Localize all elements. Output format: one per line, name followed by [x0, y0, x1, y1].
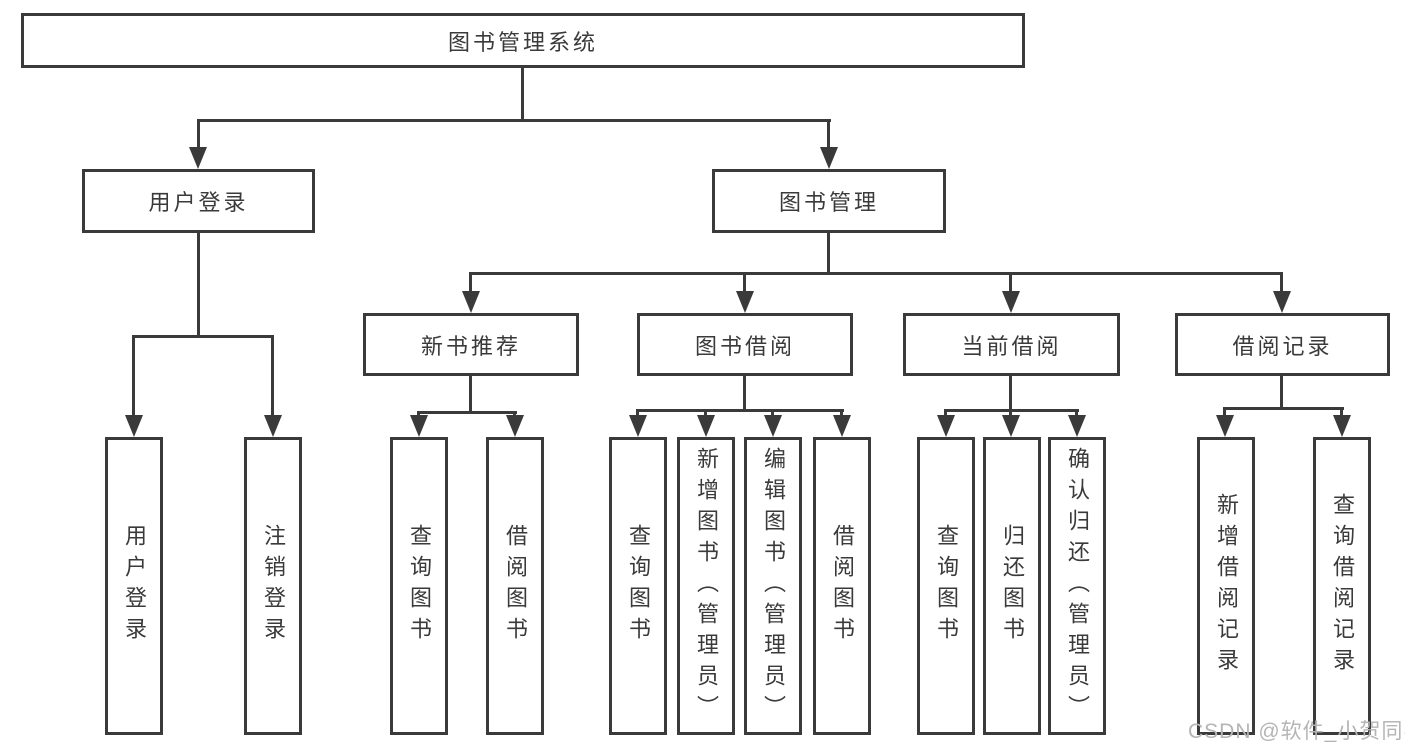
leaf-confirm-return-admin-label: 确认归还（管理员） — [1065, 446, 1090, 726]
connector-line — [197, 119, 831, 122]
node-borrowing-records: 借阅记录 — [1175, 313, 1390, 376]
leaf-user-login-label: 用户登录 — [122, 524, 147, 648]
leaf-edit-book-admin-label: 编辑图书（管理员） — [761, 446, 786, 726]
leaf-borrow-books-1: 借阅图书 — [486, 437, 544, 735]
connector-line — [1223, 407, 1226, 417]
connector-arrow — [833, 415, 851, 437]
connector-line — [521, 68, 524, 122]
leaf-logout: 注销登录 — [244, 437, 302, 735]
connector-line — [827, 119, 830, 148]
connector-arrow — [820, 147, 838, 169]
leaf-add-borrow-record-label: 新增借阅记录 — [1214, 493, 1239, 679]
leaf-query-books-3-label: 查询图书 — [934, 524, 959, 648]
connector-line — [1075, 409, 1078, 417]
connector-arrow — [1002, 291, 1020, 313]
leaf-query-books-2: 查询图书 — [609, 437, 667, 735]
connector-line — [469, 272, 1283, 275]
leaf-return-book: 归还图书 — [983, 437, 1041, 735]
leaf-return-book-label: 归还图书 — [1000, 524, 1025, 648]
connector-arrow — [1273, 291, 1291, 313]
connector-line — [704, 409, 707, 417]
leaf-edit-book-admin: 编辑图书（管理员） — [744, 437, 802, 735]
leaf-query-books-1: 查询图书 — [390, 437, 448, 735]
watermark: CSDN @软件_小贺同学 — [1188, 720, 1405, 743]
leaf-borrow-books-2: 借阅图书 — [813, 437, 871, 735]
node-user-login: 用户登录 — [82, 169, 315, 233]
connector-arrow — [1068, 415, 1086, 437]
connector-arrow — [697, 415, 715, 437]
leaf-borrow-books-1-label: 借阅图书 — [503, 524, 528, 648]
connector-line — [771, 409, 774, 417]
connector-line — [636, 409, 639, 417]
node-library-system: 图书管理系统 — [21, 13, 1025, 68]
leaf-query-borrow-record: 查询借阅记录 — [1313, 437, 1371, 735]
leaf-query-books-2-label: 查询图书 — [626, 524, 651, 648]
leaf-add-borrow-record: 新增借阅记录 — [1197, 437, 1255, 735]
connector-line — [469, 272, 472, 292]
connector-line — [840, 409, 843, 417]
connector-line — [417, 411, 420, 417]
leaf-confirm-return-admin: 确认归还（管理员） — [1048, 437, 1106, 735]
connector-line — [197, 119, 200, 148]
node-book-borrowing: 图书借阅 — [637, 313, 853, 376]
connector-line — [513, 411, 516, 417]
connector-line — [1340, 407, 1343, 417]
connector-line — [743, 375, 746, 412]
leaf-borrow-books-2-label: 借阅图书 — [830, 524, 855, 648]
connector-arrow — [506, 415, 524, 437]
connector-line — [1280, 272, 1283, 292]
connector-arrow — [462, 291, 480, 313]
connector-line — [132, 335, 274, 338]
connector-line — [1280, 375, 1283, 410]
leaf-query-books-1-label: 查询图书 — [407, 524, 432, 648]
connector-arrow — [1216, 415, 1234, 437]
connector-line — [636, 409, 844, 412]
connector-line — [469, 375, 472, 414]
connector-line — [827, 232, 830, 275]
leaf-user-login: 用户登录 — [105, 437, 163, 735]
connector-line — [1009, 409, 1012, 417]
connector-arrow — [125, 415, 143, 437]
connector-line — [417, 411, 517, 414]
connector-line — [1009, 375, 1012, 412]
leaf-add-book-admin-label: 新增图书（管理员） — [694, 446, 719, 726]
node-current-borrowing: 当前借阅 — [903, 313, 1120, 376]
connector-arrow — [264, 415, 282, 437]
connector-line — [743, 272, 746, 292]
connector-line — [1223, 407, 1344, 410]
connector-line — [132, 335, 135, 416]
connector-arrow — [764, 415, 782, 437]
leaf-logout-label: 注销登录 — [261, 524, 286, 648]
leaf-query-books-3: 查询图书 — [917, 437, 975, 735]
connector-line — [944, 409, 947, 417]
connector-arrow — [189, 147, 207, 169]
leaf-query-borrow-record-label: 查询借阅记录 — [1330, 493, 1355, 679]
connector-arrow — [937, 415, 955, 437]
connector-arrow — [410, 415, 428, 437]
connector-arrow — [1002, 415, 1020, 437]
connector-arrow — [629, 415, 647, 437]
node-book-management: 图书管理 — [712, 169, 946, 233]
node-new-book-recommend: 新书推荐 — [363, 313, 579, 376]
connector-line — [197, 232, 200, 338]
connector-arrow — [736, 291, 754, 313]
connector-arrow — [1333, 415, 1351, 437]
leaf-add-book-admin: 新增图书（管理员） — [677, 437, 735, 735]
connector-line — [1009, 272, 1012, 292]
connector-line — [271, 335, 274, 416]
